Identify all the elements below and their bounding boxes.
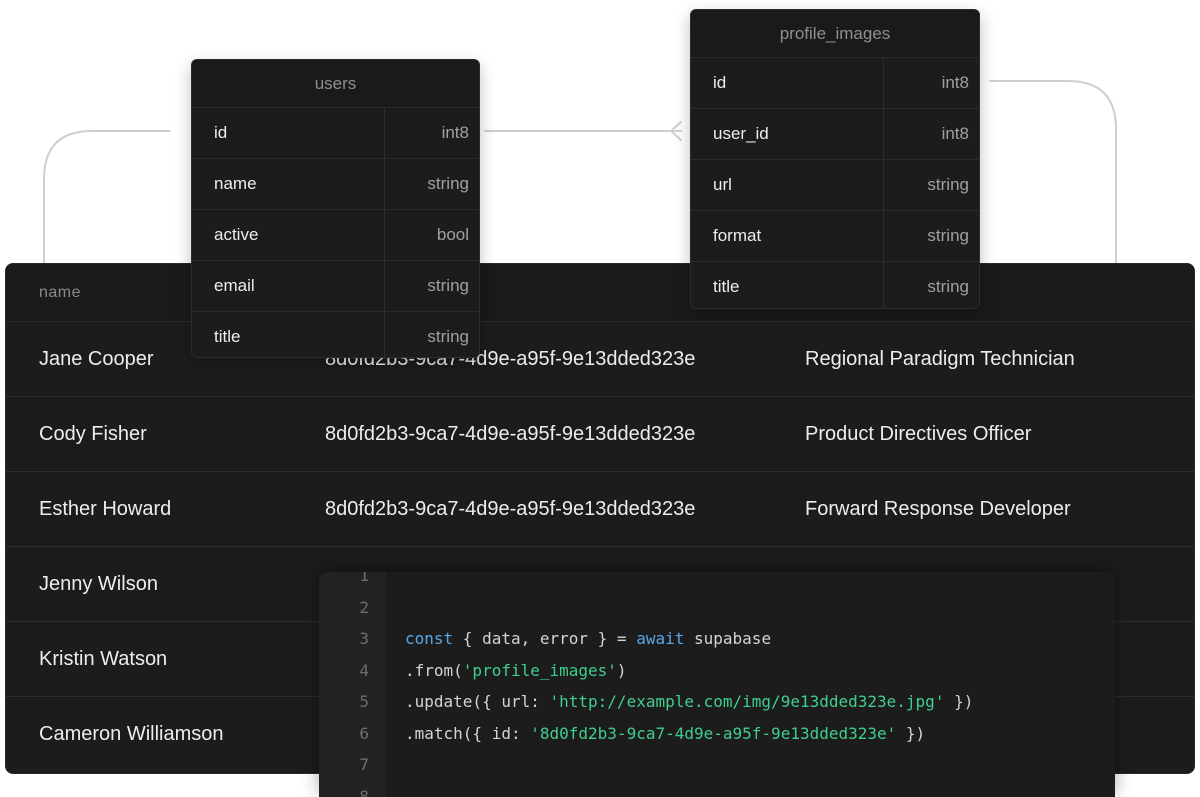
code-keyword: const	[405, 629, 454, 648]
cell-title: Forward Response Developer	[805, 498, 1071, 520]
table-body: Jane Cooper 8d0fd2b3-9ca7-4d9e-a95f-9e13d…	[6, 322, 1194, 772]
column-type: string	[427, 174, 469, 193]
cell-name: Kristin Watson	[39, 648, 168, 670]
column-name: url	[691, 160, 884, 210]
arrow-head-icon	[670, 121, 682, 141]
table-row[interactable]: Cameron Williamson	[6, 697, 1194, 772]
code-editor[interactable]: 1 2 3 const { data, error } = await supabas…	[319, 572, 1115, 797]
column-type: string	[927, 226, 969, 245]
code-string: 'http://example.com/img/9e13dded323e.jpg…	[549, 692, 945, 711]
line-number: 8	[359, 786, 369, 797]
column-name: name	[192, 159, 385, 209]
schema-column-row[interactable]: name string	[192, 159, 479, 210]
line-code: const { data, error } = await supabase	[405, 623, 771, 654]
column-name: title	[691, 262, 884, 308]
profile-images-schema-card[interactable]: profile_images id int8 user_id int8 url strin…	[690, 9, 980, 309]
cell-title: Product Directives Officer	[805, 423, 1032, 445]
column-name: title	[192, 312, 385, 357]
schema-column-row[interactable]: id int8	[691, 58, 979, 109]
schema-column-row[interactable]: format string	[691, 211, 979, 262]
line-number: 3	[359, 629, 369, 648]
table-row[interactable]: Esther Howard 8d0fd2b3-9ca7-4d9e-a95f-9e1…	[6, 472, 1194, 547]
cell-name: Cody Fisher	[39, 423, 147, 445]
column-type: string	[427, 327, 469, 346]
cell-name: Esther Howard	[39, 498, 172, 520]
column-type: string	[927, 277, 969, 296]
code-text: { data, error } =	[453, 629, 637, 648]
code-string: 'profile_images'	[462, 660, 617, 680]
column-type: int8	[941, 73, 969, 92]
code-text: .match({ id:	[405, 723, 531, 743]
cell-name: Jenny Wilson	[39, 573, 158, 595]
column-type: int8	[941, 124, 969, 143]
code-keyword: await	[636, 629, 685, 648]
schema-column-row[interactable]: user_id int8	[691, 109, 979, 160]
line-code: .from('profile_images')	[405, 655, 627, 686]
code-text: })	[944, 692, 974, 711]
code-text: .from(	[405, 660, 463, 680]
schema-column-row[interactable]: title string	[192, 312, 479, 357]
column-name: active	[192, 210, 385, 260]
code-text: supabase	[684, 629, 772, 648]
column-name: id	[691, 58, 884, 108]
column-name: user_id	[691, 109, 884, 159]
line-number: 2	[359, 597, 369, 617]
code-text: )	[616, 660, 627, 680]
table-header: name	[6, 264, 1194, 322]
cell-title: Regional Paradigm Technician	[805, 348, 1075, 370]
column-type: bool	[436, 225, 469, 244]
schema-column-row[interactable]: title string	[691, 262, 979, 308]
cell-id: 8d0fd2b3-9ca7-4d9e-a95f-9e13dded323e	[325, 498, 696, 520]
column-type: int8	[441, 123, 469, 142]
connector-users-left	[43, 130, 171, 265]
cell-name: Cameron Williamson	[39, 723, 224, 745]
connector-profile-right	[989, 80, 1117, 265]
code-gutter	[319, 572, 386, 797]
code-text: .update({ url:	[405, 692, 550, 711]
users-schema-card[interactable]: users id int8 name string active bool email str…	[191, 59, 480, 358]
column-name: id	[192, 108, 385, 158]
column-header-name[interactable]: name	[39, 283, 82, 301]
line-number: 1	[359, 572, 369, 585]
profile-images-card-title: profile_images	[691, 10, 979, 58]
line-number: 4	[359, 660, 369, 680]
schema-column-row[interactable]: url string	[691, 160, 979, 211]
schema-column-row[interactable]: email string	[192, 261, 479, 312]
line-code: .match({ id: '8d0fd2b3-9ca7-4d9e-a95f-9e…	[405, 718, 925, 749]
line-number: 5	[359, 692, 369, 711]
schema-column-row[interactable]: id int8	[192, 108, 479, 159]
line-number: 7	[359, 755, 369, 774]
code-text: })	[896, 723, 926, 743]
cell-id: 8d0fd2b3-9ca7-4d9e-a95f-9e13dded323e	[325, 423, 696, 445]
schema-column-row[interactable]: active bool	[192, 210, 479, 261]
table-row[interactable]: Cody Fisher 8d0fd2b3-9ca7-4d9e-a95f-9e13d…	[6, 397, 1194, 472]
cell-name: Jane Cooper	[39, 348, 154, 370]
code-string: '8d0fd2b3-9ca7-4d9e-a95f-9e13dded323e'	[530, 723, 897, 743]
line-number: 6	[359, 723, 369, 743]
users-card-title: users	[192, 60, 479, 108]
column-type: string	[427, 276, 469, 295]
column-name: format	[691, 211, 884, 261]
line-code: .update({ url: 'http://example.com/img/9…	[405, 686, 973, 717]
column-name: email	[192, 261, 385, 311]
column-type: string	[927, 175, 969, 194]
